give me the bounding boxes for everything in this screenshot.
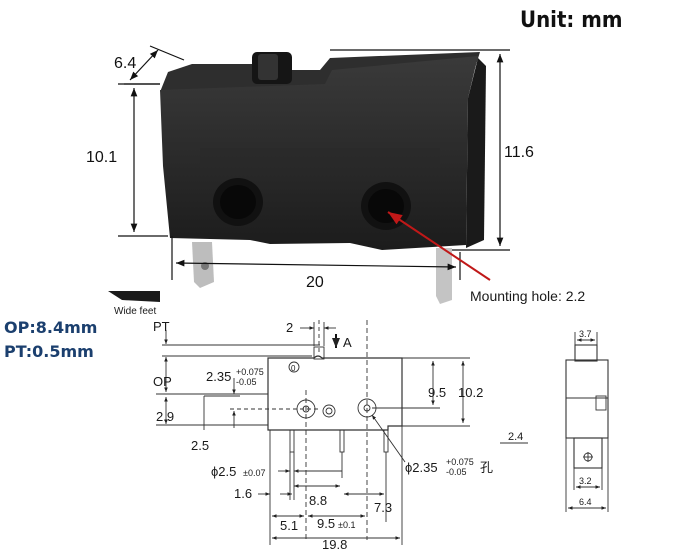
wide-feet-note: Wide feet [114, 306, 156, 317]
dim-9-5-b: 9.5 [317, 516, 335, 531]
dim-9-5: 9.5 [428, 385, 446, 400]
terminal-right [436, 248, 452, 304]
dim-phi-2-5: ϕ2.5 [211, 464, 236, 479]
dim-height: 10.1 [86, 149, 117, 166]
side-dim-width: 6.4 [579, 497, 592, 507]
svg-text:0: 0 [291, 364, 296, 373]
dim-partial-2-4: 2.4 [508, 431, 523, 443]
front-view-labels: PT OP 2 A 2.35 +0.075 -0.05 2.9 2.5 9.5 … [153, 319, 523, 550]
dim-7-3: 7.3 [374, 500, 392, 515]
dim-2-35-tol-dn: -0.05 [236, 377, 257, 387]
dim-19-8: 19.8 [322, 537, 347, 550]
spec-op: OP:8.4mm [4, 318, 97, 337]
label-op: OP [153, 374, 172, 389]
photo-dimensions: 6.4 10.1 11.6 20 [86, 45, 534, 291]
dim-hole-tol-up: +0.075 [446, 457, 474, 467]
label-arrow-a: A [343, 335, 352, 350]
dim-2-35: 2.35 [206, 369, 231, 384]
dim-2-35-tol-up: +0.075 [236, 367, 264, 377]
dim-2-9: 2.9 [156, 409, 174, 424]
dim-length: 20 [306, 274, 324, 291]
feet-shadow [108, 291, 160, 302]
dim-hole-suffix: 孔 [480, 460, 493, 475]
switch-photo [108, 52, 486, 304]
dim-10-2: 10.2 [458, 385, 483, 400]
side-dim-top: 3.7 [579, 329, 592, 339]
mounting-hole-arrow [387, 211, 491, 281]
spec-pt: PT:0.5mm [4, 342, 94, 361]
dim-1-6: 1.6 [234, 486, 252, 501]
dim-phi-2-5-tol: ±0.07 [243, 468, 265, 478]
dim-plunger-width: 2 [286, 320, 293, 335]
dim-hole: ϕ2.35 [405, 460, 438, 475]
unit-label: Unit: mm [520, 8, 622, 33]
dim-total-height: 11.6 [504, 144, 534, 161]
dim-9-5-b-tol: ±0.1 [338, 520, 355, 530]
label-pt: PT [153, 319, 170, 334]
dim-8-8: 8.8 [309, 493, 327, 508]
dim-depth: 6.4 [114, 55, 136, 72]
front-view-drawing: 0 [156, 320, 528, 545]
side-dim-pin: 3.2 [579, 476, 592, 486]
mounting-hole-note: Mounting hole: 2.2 [470, 288, 585, 304]
dim-2-5: 2.5 [191, 438, 209, 453]
dim-hole-tol-dn: -0.05 [446, 467, 467, 477]
dim-5-1: 5.1 [280, 518, 298, 533]
side-view-drawing [565, 332, 609, 512]
